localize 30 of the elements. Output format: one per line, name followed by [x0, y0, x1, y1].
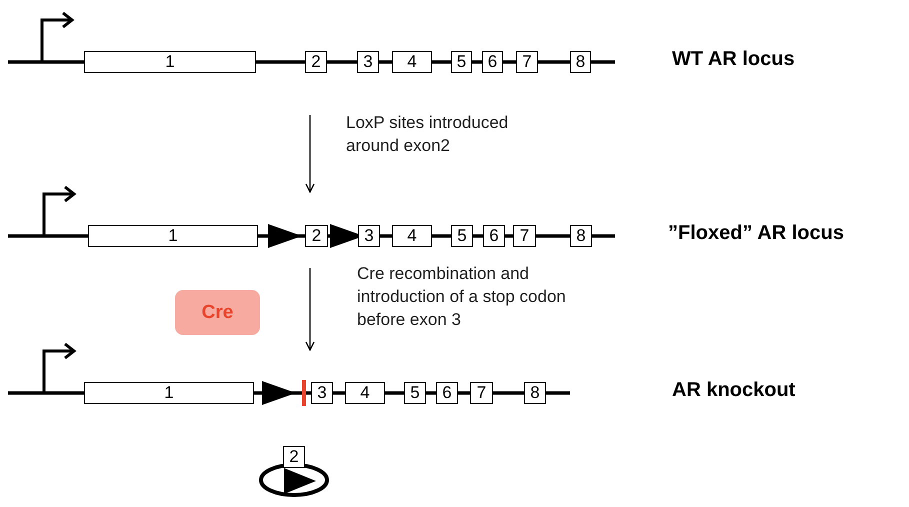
exon-box: 2 — [305, 225, 328, 247]
locus-label: WT AR locus — [672, 48, 795, 71]
exon-box: 7 — [516, 51, 538, 73]
exon-box: 4 — [345, 382, 385, 404]
exon-box: 7 — [470, 382, 493, 404]
enzyme-box: Cre — [175, 290, 260, 335]
locus-label: AR knockout — [672, 379, 796, 402]
exon-box: 4 — [392, 51, 432, 73]
locus-label: ”Floxed” AR locus — [668, 222, 844, 245]
exon-box: 8 — [524, 382, 546, 404]
exon-box: 3 — [357, 51, 379, 73]
exon-box: 5 — [451, 51, 472, 73]
exon-box: 4 — [392, 225, 432, 247]
exon-box: 1 — [88, 225, 258, 247]
exon-box: 7 — [513, 225, 536, 247]
step-note: Cre recombination and introduction of a stop codon before exon 3 — [357, 263, 567, 331]
exon-box: 3 — [311, 382, 333, 404]
exon-box: 5 — [451, 225, 473, 247]
exon-box: 6 — [436, 382, 458, 404]
exon-box: 3 — [358, 225, 380, 247]
exon-box: 6 — [483, 225, 505, 247]
exon-box: 8 — [570, 225, 592, 247]
step-note: LoxP sites introduced around exon2 — [346, 112, 510, 157]
exon-box: 2 — [305, 51, 327, 73]
exon-box: 6 — [482, 51, 503, 73]
exon-box: 8 — [570, 51, 591, 73]
exon-box: 5 — [404, 382, 426, 404]
exon-box: 1 — [84, 382, 254, 404]
exon-box: 1 — [84, 51, 256, 73]
exon-box: 2 — [283, 446, 305, 468]
